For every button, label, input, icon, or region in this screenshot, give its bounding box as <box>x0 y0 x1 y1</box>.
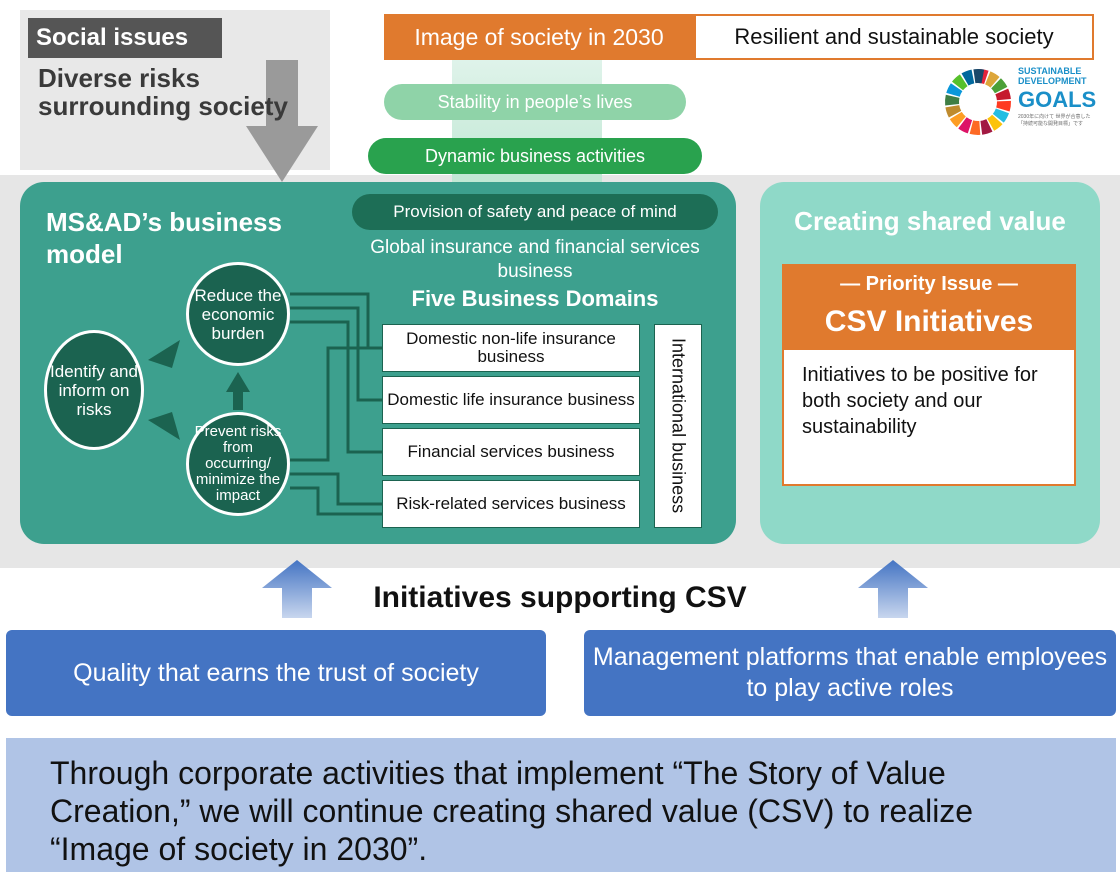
sdg-goals: GOALS <box>1018 87 1097 112</box>
dynamic-pill: Dynamic business activities <box>368 138 702 174</box>
up-arrow-left-icon <box>262 560 332 618</box>
priority-issue-label: — Priority Issue — <box>840 273 1018 295</box>
safety-pill: Provision of safety and peace of mind <box>352 194 718 230</box>
business-model-title: MS&AD’s business model <box>46 207 282 269</box>
domain-domestic-life: Domestic life insurance business <box>382 376 640 424</box>
global-business-text: Global insurance and financial services … <box>370 237 700 282</box>
identify-circle: Identify and inform on risks <box>44 330 144 450</box>
support-title: Initiatives supporting CSV <box>373 581 747 614</box>
up-arrow-right-icon <box>858 560 928 618</box>
domain-financial-services: Financial services business <box>382 428 640 476</box>
international-business-label: International business <box>668 338 689 514</box>
csv-initiatives-title: CSV Initiatives <box>824 305 1034 338</box>
domain-risk-related: Risk-related services business <box>382 480 640 528</box>
domain-domestic-non-life: Domestic non-life insurance business <box>382 324 640 372</box>
csv-description: Initiatives to be positive for both soci… <box>782 350 1076 486</box>
image-2030-label: Image of society in 2030 <box>384 14 694 60</box>
social-issues-label: Social issues <box>28 18 222 58</box>
international-business-box: International business <box>654 324 702 528</box>
sdg-small-text: 2030年に向けて 世界が合意した 「持続可能な開発目標」です <box>1018 114 1091 127</box>
sdg-wheel-icon <box>944 69 1011 135</box>
sdg-title: SUSTAINABLE DEVELOPMENT <box>1018 66 1087 86</box>
conclusion-statement: Through corporate activities that implem… <box>6 738 1116 872</box>
reduce-circle: Reduce the economic burden <box>186 262 290 366</box>
csv-title: Creating shared value <box>794 206 1066 236</box>
image-2030-value: Resilient and sustainable society <box>694 14 1094 60</box>
five-domains-title: Five Business Domains <box>411 286 659 311</box>
stability-pill: Stability in people’s lives <box>384 84 686 120</box>
quality-box: Quality that earns the trust of society <box>6 630 546 716</box>
prevent-circle: Prevent risks from occurring/ minimize t… <box>186 412 290 516</box>
priority-issue-box <box>782 264 1076 350</box>
management-platforms-box: Management platforms that enable employe… <box>584 630 1116 716</box>
down-arrow-icon <box>246 60 318 182</box>
social-issues-text: Diverse risks surrounding society <box>38 63 288 121</box>
